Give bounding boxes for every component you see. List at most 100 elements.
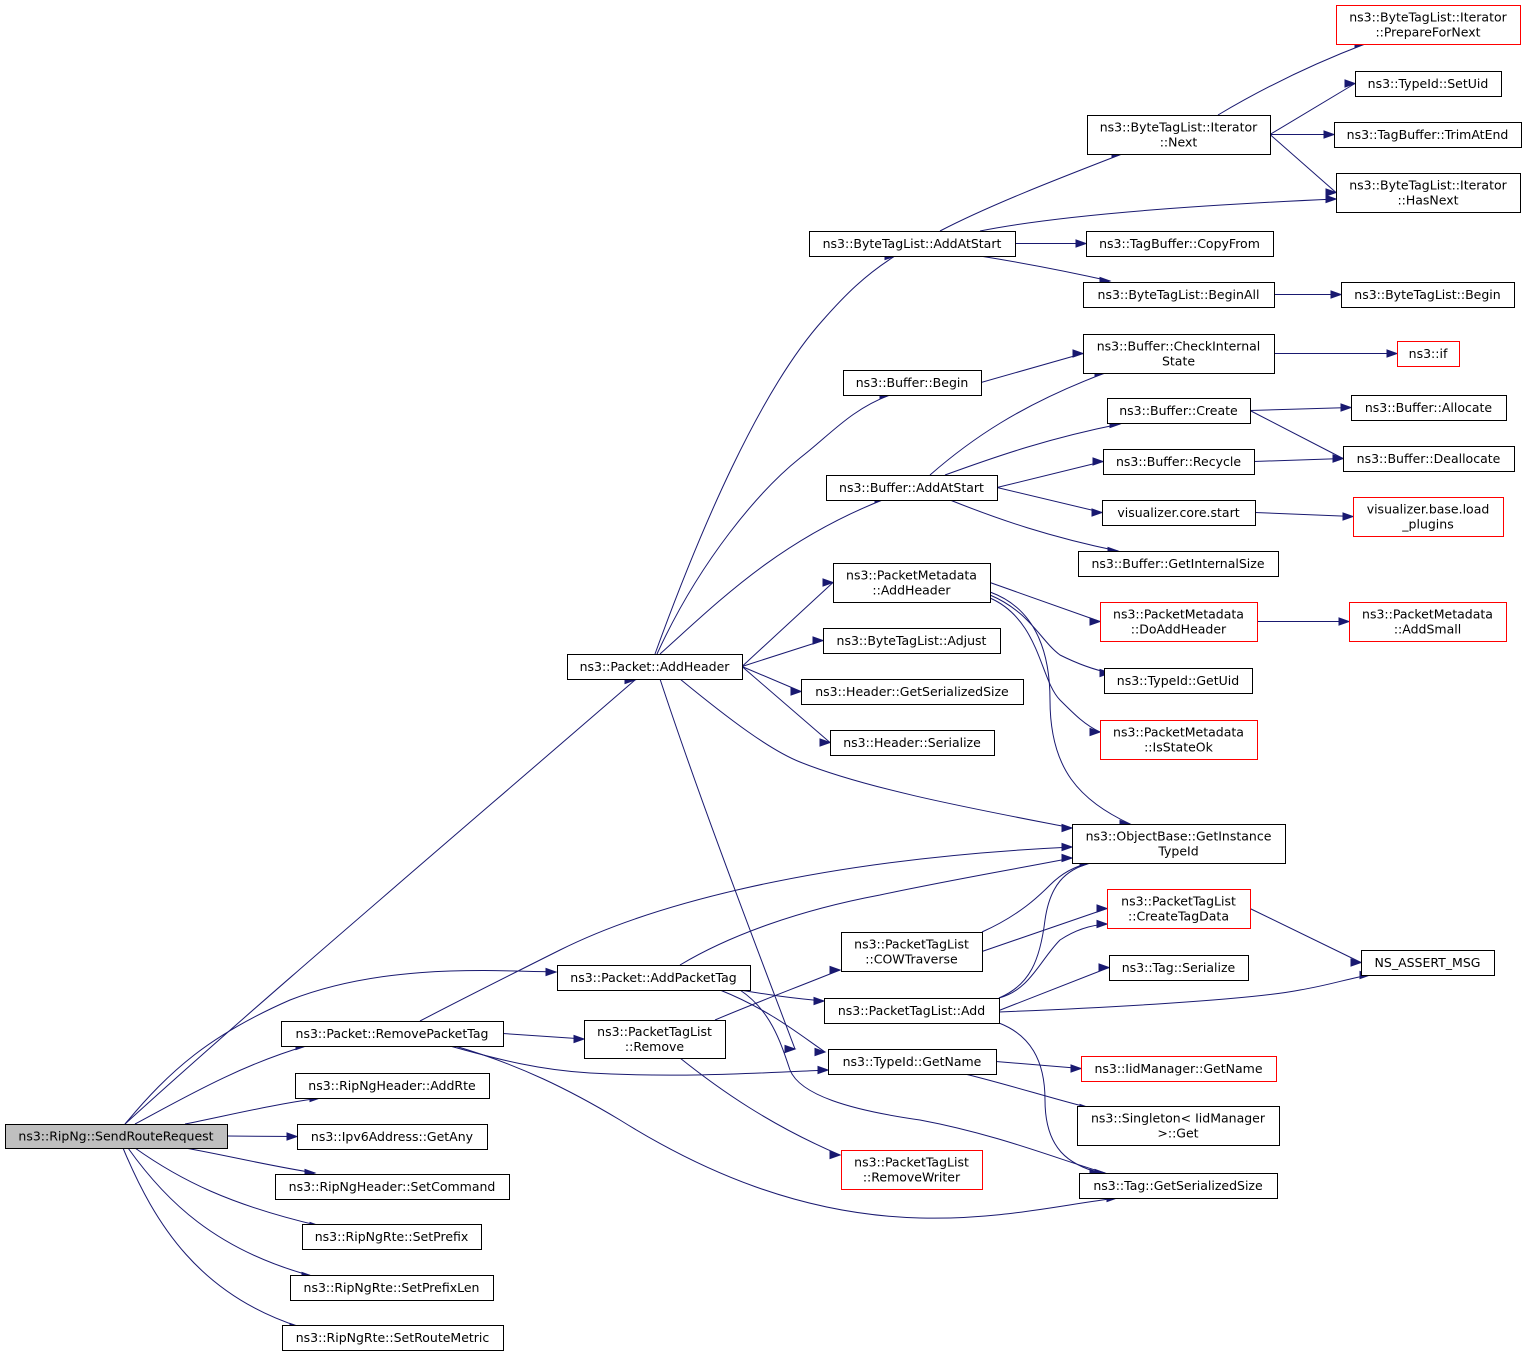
node-box <box>275 1174 510 1200</box>
edge-ptl-add-to-ns-assert-msg <box>998 974 1371 1013</box>
node-label: ns3::Header::Serialize <box>843 735 981 750</box>
edge-ptl-remove-to-ptl-removewriter-arrowhead <box>829 1150 842 1160</box>
edge-pkt-addheader-to-hdr-getsersize-arrowhead <box>790 687 803 696</box>
edge-pkt-removepackettag-to-tag-getsersize <box>454 1045 1118 1219</box>
node-box <box>843 370 982 396</box>
node-box <box>1336 5 1521 45</box>
node-label: ns3::TypeId::SetUid <box>1368 76 1489 91</box>
node-ipv6-getany[interactable]: ns3::Ipv6Address::GetAny <box>297 1124 488 1150</box>
node-box <box>1078 551 1279 577</box>
edge-btl-addatstart-to-tagbuf-copyfrom-arrowhead <box>1075 239 1088 248</box>
node-label: ns3::ByteTagList::BeginAll <box>1098 287 1260 302</box>
node-label: ns3::Packet::AddHeader <box>580 659 731 674</box>
node-label: ns3::PacketMetadata <box>1113 725 1244 740</box>
edge-buf-addatstart-to-buf-checkinternal <box>929 372 1106 476</box>
node-ns-assert-msg[interactable]: NS_ASSERT_MSG <box>1361 950 1495 976</box>
node-tag-serialize[interactable]: ns3::Tag::Serialize <box>1109 955 1249 981</box>
node-label: ns3::Tag::GetSerializedSize <box>1093 1178 1263 1193</box>
node-typeid-getuid[interactable]: ns3::TypeId::GetUid <box>1104 668 1253 694</box>
node-rte-setroutemetric[interactable]: ns3::RipNgRte::SetRouteMetric <box>282 1325 504 1351</box>
node-pm-isstateok[interactable]: ns3::PacketMetadata::IsStateOk <box>1100 720 1258 760</box>
node-box <box>1334 122 1522 148</box>
node-iid-getname[interactable]: ns3::IidManager::GetName <box>1081 1056 1277 1082</box>
node-pm-addheader[interactable]: ns3::PacketMetadata::AddHeader <box>833 563 991 603</box>
node-typeid-setuid[interactable]: ns3::TypeId::SetUid <box>1355 71 1502 97</box>
edge-btl-it-next-to-typeid-setuid-arrowhead <box>1344 79 1357 88</box>
edge-ptl-cowtraverse-to-ob-getinstancetypeid <box>981 862 1091 933</box>
node-label: ns3::PacketTagList <box>1121 894 1236 909</box>
node-box <box>1100 720 1258 760</box>
node-label: ::IsStateOk <box>1144 740 1214 755</box>
node-pm-addsmall[interactable]: ns3::PacketMetadata::AddSmall <box>1349 602 1507 642</box>
node-buf-getinternalsize[interactable]: ns3::Buffer::GetInternalSize <box>1078 551 1279 577</box>
node-tagbuf-trimatend[interactable]: ns3::TagBuffer::TrimAtEnd <box>1334 122 1522 148</box>
node-label: ::Next <box>1160 135 1198 150</box>
node-pm-doaddheader[interactable]: ns3::PacketMetadata::DoAddHeader <box>1100 602 1258 642</box>
node-buf-recycle[interactable]: ns3::Buffer::Recycle <box>1103 449 1255 475</box>
node-root[interactable]: ns3::RipNg::SendRouteRequest <box>5 1124 228 1149</box>
edge-pkt-addheader-to-pm-addheader <box>741 582 834 667</box>
node-box <box>1079 1173 1278 1199</box>
node-btl-addatstart[interactable]: ns3::ByteTagList::AddAtStart <box>809 231 1016 257</box>
node-label: ns3::TagBuffer::CopyFrom <box>1099 236 1260 251</box>
node-pkt-removepackettag[interactable]: ns3::Packet::RemovePacketTag <box>281 1021 504 1047</box>
node-box <box>557 965 751 991</box>
node-vis-core-start[interactable]: visualizer.core.start <box>1102 500 1256 526</box>
node-rte-setprefix[interactable]: ns3::RipNgRte::SetPrefix <box>302 1224 482 1250</box>
edge-ptl-createtagdata-to-ns-assert-msg-arrowhead <box>1350 958 1363 967</box>
node-btl-beginall[interactable]: ns3::ByteTagList::BeginAll <box>1083 282 1275 308</box>
edge-buf-recycle-to-buf-deallocate-arrowhead <box>1332 454 1345 463</box>
node-ripng-setcommand[interactable]: ns3::RipNgHeader::SetCommand <box>275 1174 510 1200</box>
edge-buf-addatstart-to-buf-recycle <box>996 461 1104 488</box>
node-tagbuf-copyfrom[interactable]: ns3::TagBuffer::CopyFrom <box>1086 231 1274 257</box>
node-pkt-addpackettag[interactable]: ns3::Packet::AddPacketTag <box>557 965 751 991</box>
node-ptl-remove[interactable]: ns3::PacketTagList::Remove <box>584 1020 726 1059</box>
node-label: ns3::RipNgRte::SetPrefix <box>315 1229 469 1244</box>
edge-buf-addatstart-to-vis-core-start-arrowhead <box>1091 508 1104 517</box>
node-ptl-add[interactable]: ns3::PacketTagList::Add <box>824 998 1000 1024</box>
node-box <box>841 932 983 972</box>
edge-btl-addatstart-to-btl-beginall <box>979 255 1111 282</box>
edge-btl-it-next-to-btl-it-hasnext-arrowhead <box>1325 188 1338 197</box>
node-box <box>567 654 743 680</box>
node-rte-setprefixlen[interactable]: ns3::RipNgRte::SetPrefixLen <box>290 1275 494 1301</box>
edge-buf-addatstart-to-vis-core-start <box>996 487 1103 513</box>
edge-typeid-getname-to-iid-getname <box>995 1061 1082 1069</box>
edge-root-to-ripng-addrte <box>184 1097 321 1125</box>
node-btl-it-hasnext[interactable]: ns3::ByteTagList::Iterator::HasNext <box>1336 173 1521 213</box>
node-pkt-addheader[interactable]: ns3::Packet::AddHeader <box>567 654 743 680</box>
edge-ptl-remove-to-ptl-cowtraverse <box>714 969 841 1021</box>
node-hdr-serialize[interactable]: ns3::Header::Serialize <box>830 730 995 756</box>
node-buf-create[interactable]: ns3::Buffer::Create <box>1107 398 1251 424</box>
edge-buf-checkinternal-to-ns3-if-arrowhead <box>1386 349 1399 358</box>
edge-pm-addheader-to-typeid-getuid <box>989 594 1111 674</box>
node-hdr-getsersize[interactable]: ns3::Header::GetSerializedSize <box>801 679 1024 705</box>
node-buf-addatstart[interactable]: ns3::Buffer::AddAtStart <box>826 475 998 501</box>
node-ns3-if[interactable]: ns3::if <box>1397 341 1460 367</box>
node-btl-it-prepare[interactable]: ns3::ByteTagList::Iterator::PrepareForNe… <box>1336 5 1521 45</box>
node-vis-base-load[interactable]: visualizer.base.load_plugins <box>1353 497 1504 537</box>
node-btl-begin[interactable]: ns3::ByteTagList::Begin <box>1341 282 1515 308</box>
node-label: ns3::Buffer::Create <box>1119 403 1238 418</box>
node-ripng-addrte[interactable]: ns3::RipNgHeader::AddRte <box>295 1073 490 1099</box>
edge-buf-begin-to-buf-checkinternal <box>980 353 1084 383</box>
node-btl-it-next[interactable]: ns3::ByteTagList::Iterator::Next <box>1087 115 1271 155</box>
node-buf-allocate[interactable]: ns3::Buffer::Allocate <box>1351 395 1507 421</box>
edge-pkt-addheader-to-ob-getinstancetypeid <box>679 678 1073 829</box>
node-label: ::DoAddHeader <box>1131 622 1227 637</box>
node-singleton-get[interactable]: ns3::Singleton< IidManager>::Get <box>1077 1106 1280 1146</box>
node-typeid-getname[interactable]: ns3::TypeId::GetName <box>828 1049 997 1075</box>
node-label: ns3::Buffer::CheckInternal <box>1097 339 1261 354</box>
node-ptl-removewriter[interactable]: ns3::PacketTagList::RemoveWriter <box>841 1150 983 1190</box>
node-box <box>801 679 1024 705</box>
node-ptl-cowtraverse[interactable]: ns3::PacketTagList::COWTraverse <box>841 932 983 972</box>
node-box <box>584 1020 726 1059</box>
node-buf-begin[interactable]: ns3::Buffer::Begin <box>843 370 982 396</box>
node-buf-deallocate[interactable]: ns3::Buffer::Deallocate <box>1343 446 1515 472</box>
node-box <box>1349 602 1507 642</box>
node-tag-getsersize[interactable]: ns3::Tag::GetSerializedSize <box>1079 1173 1278 1199</box>
node-btl-adjust[interactable]: ns3::ByteTagList::Adjust <box>823 628 1001 654</box>
node-ptl-createtagdata[interactable]: ns3::PacketTagList::CreateTagData <box>1107 889 1251 929</box>
